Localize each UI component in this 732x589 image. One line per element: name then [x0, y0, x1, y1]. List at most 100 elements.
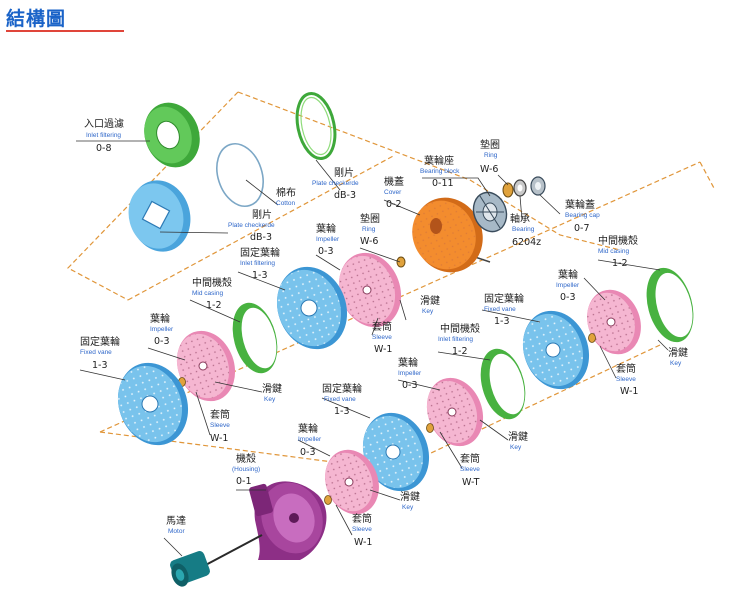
label-ring-top: 墊圈 Ring W-6	[480, 138, 500, 175]
label-code: W-1	[354, 537, 372, 548]
label-impeller-c: 葉輪 Impeller 0-3	[398, 356, 422, 391]
label-en: Sleeve	[460, 466, 480, 473]
motor-shaft	[199, 534, 263, 569]
impeller-r	[587, 289, 641, 355]
label-housing: 機殼 (Housing) 0-1	[232, 452, 260, 487]
label-mid-casing-c: 中間機殼 Inlet filtering 1-2	[438, 322, 480, 357]
label-sleeve-r: 套筒 Sleeve W-1	[616, 362, 638, 397]
label-code: 0-3	[402, 380, 418, 391]
label-zh: 葉輪座	[424, 154, 454, 167]
label-code: 0-3	[154, 336, 170, 347]
label-code: W-1	[210, 433, 228, 444]
label-zh: 墊圈	[480, 138, 500, 151]
label-impeller-r: 葉輪 Impeller 0-3	[556, 268, 580, 303]
label-sleeve-c: 套筒 Sleeve W-T	[460, 452, 480, 488]
label-zh: 葉輪	[398, 356, 418, 369]
label-zh: 入口過濾	[84, 117, 124, 130]
fixed-vane-r	[522, 310, 590, 390]
cotton-ring	[216, 143, 264, 207]
label-plate-left: 剛片 Plate checkerde dB-3	[228, 208, 275, 243]
label-en: Plate checkerde	[228, 222, 275, 229]
label-zh: 棉布	[276, 186, 296, 199]
label-zh: 軸承	[510, 212, 530, 225]
label-zh: 葉輪	[150, 312, 170, 325]
label-en: Inlet filtering	[438, 336, 473, 343]
label-code: 0-3	[300, 447, 316, 458]
mid-casing-a	[232, 302, 278, 374]
label-bearing-cap: 葉輪蓋 Bearing cap 0-7	[565, 198, 600, 234]
label-code: 6204z	[512, 237, 541, 248]
label-code: 0-8	[96, 143, 112, 154]
label-en: Sleeve	[210, 422, 230, 429]
label-code: 1-2	[452, 346, 468, 357]
impeller-a	[338, 252, 402, 328]
label-en: Motor	[168, 528, 185, 535]
label-zh: 固定葉輪	[240, 246, 280, 259]
label-fixed-vane-b: 固定葉輪 Fixed vane 1-3	[80, 335, 120, 371]
impeller-d	[325, 449, 379, 515]
plate-ring-top	[295, 92, 337, 160]
label-code: 1-3	[92, 360, 108, 371]
label-sleeve-d: 套筒 Sleeve W-1	[352, 512, 372, 548]
label-en: Sleeve	[352, 526, 372, 533]
label-en: Fixed vane	[80, 349, 112, 356]
label-key-r: 滑鍵 Key	[668, 346, 688, 367]
label-en: Impeller	[398, 370, 422, 377]
label-key-b: 滑鍵 Key	[262, 382, 282, 403]
bearing-block	[472, 191, 508, 233]
label-code: 1-2	[206, 300, 222, 311]
label-en: Bearing block	[420, 168, 460, 175]
label-impeller-d: 葉輪 Impeller 0-3	[298, 422, 322, 458]
label-code: dB-3	[334, 190, 356, 201]
label-code: 0-1	[236, 476, 252, 487]
label-en: Impeller	[556, 282, 580, 289]
label-zh: 套筒	[352, 512, 372, 525]
label-en: Key	[402, 504, 414, 511]
label-en: Sleeve	[372, 334, 392, 341]
label-code: dB-3	[250, 232, 272, 243]
label-sleeve-b: 套筒 Sleeve W-1	[210, 408, 230, 444]
label-code: 1-2	[612, 258, 628, 269]
label-code: W-6	[360, 236, 378, 247]
fixed-vane-b	[117, 362, 189, 446]
label-zh: 葉輪	[558, 268, 578, 281]
label-en: Plate checkerde	[312, 180, 359, 187]
label-code: 1-3	[494, 316, 510, 327]
label-en: Cotton	[276, 200, 296, 207]
label-zh: 墊圈	[360, 212, 380, 225]
key-r-pin	[588, 333, 596, 343]
label-en: Ring	[484, 152, 498, 159]
plate-left-disc	[128, 180, 191, 252]
bearing-6204z	[513, 179, 527, 197]
key-c-pin	[426, 423, 434, 433]
label-en: (Housing)	[232, 466, 260, 473]
label-impeller-a: 葉輪 Impeller 0-3	[316, 222, 340, 257]
label-mid-casing-r: 中間機殼 Mid casing 1-2	[598, 234, 638, 269]
label-en: Key	[510, 444, 522, 451]
label-zh: 葉輪	[316, 222, 336, 235]
cover-disc	[412, 197, 491, 273]
label-zh: 固定葉輪	[484, 292, 524, 305]
label-en: Fixed vane	[324, 396, 356, 403]
inlet-filter-ring	[144, 102, 200, 168]
mid-casing-r	[646, 267, 694, 343]
label-code: 0-3	[318, 246, 334, 257]
label-zh: 滑鍵	[508, 430, 528, 443]
impeller-c	[426, 377, 484, 447]
label-zh: 滑鍵	[400, 490, 420, 503]
label-zh: 機殼	[236, 452, 256, 465]
fixed-vane-a	[276, 266, 348, 350]
page-title: 結構圖	[6, 8, 67, 30]
label-zh: 固定葉輪	[80, 335, 120, 348]
label-code: W-T	[462, 477, 480, 488]
label-key-a: 滑鍵 Key	[420, 294, 440, 315]
label-code: 1-3	[252, 270, 268, 281]
label-sleeve-a: 套筒 Sleeve W-1	[372, 320, 392, 355]
key-d-pin	[324, 495, 332, 505]
label-en: Ring	[362, 226, 376, 233]
label-key-d: 滑鍵 Key	[400, 490, 420, 511]
label-en: Key	[422, 308, 434, 315]
label-zh: 滑鍵	[262, 382, 282, 395]
label-en: Bearing cap	[565, 212, 600, 219]
